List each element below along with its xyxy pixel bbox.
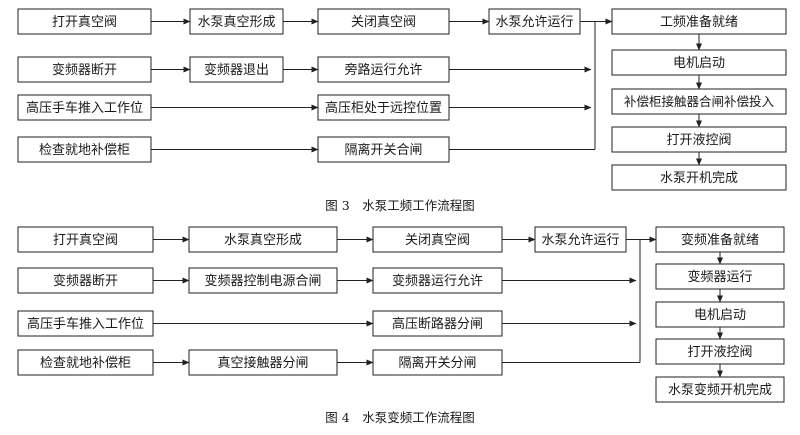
fig3-bypass-allowed-label: 旁路运行允许 — [344, 62, 422, 78]
fig3-cart-in-label: 高压手车推入工作位 — [26, 100, 143, 116]
fig4-vacuum-formed-box — [188, 226, 338, 253]
fig4-pump-done-label: 水泵变频开机完成 — [668, 382, 772, 398]
fig4-breaker-open-label: 高压断路器分闸 — [392, 316, 483, 332]
fig3-pump-done-box — [611, 164, 787, 191]
fig3-isolator-close-box — [317, 136, 450, 163]
fig4-vfd-ctrl-power-box — [188, 267, 338, 294]
fig4-pump-done-box — [655, 376, 785, 403]
fig3-check-comp-box — [17, 136, 152, 163]
fig4-open-hydraulic-label: 打开液控阀 — [687, 345, 752, 360]
fig4-vacuum-contactor-label: 真空接触器分闸 — [217, 355, 308, 371]
fig3-vacuum-formed-box — [189, 8, 284, 35]
fig3-isolator-close-label: 隔离开关合闸 — [344, 142, 422, 158]
fig3-ready-box — [611, 8, 787, 35]
fig4-vfd-off-box — [17, 267, 154, 294]
fig4-pump-allowed-box — [534, 226, 627, 253]
fig3-open-vacuum-valve-label: 打开真空阀 — [52, 15, 117, 30]
fig4-isolator-open-box — [372, 349, 503, 376]
fig4-close-vacuum-valve-label: 关闭真空阀 — [405, 233, 470, 248]
fig4-ready-label: 变频准备就绪 — [681, 232, 759, 248]
fig4-pump-allowed-label: 水泵允许运行 — [541, 232, 619, 248]
fig4-vfd-ctrl-power-label: 变频器控制电源合闸 — [204, 273, 321, 289]
fig4-vfd-run-allowed-box — [372, 267, 503, 294]
fig3-vacuum-formed-label: 水泵真空形成 — [197, 15, 275, 30]
fig4-breaker-open-box — [372, 310, 503, 337]
fig4-isolator-open-label: 隔离开关分闸 — [398, 355, 476, 371]
fig4-close-vacuum-valve-box — [372, 226, 503, 253]
figure-4: 打开真空阀 水泵真空形成 关闭真空阀 水泵允许运行 变频器断开 变频器控制电源合… — [17, 226, 785, 425]
fig3-remote-position-label: 高压柜处于远控位置 — [325, 100, 442, 116]
fig3-close-vacuum-valve-box — [317, 8, 450, 35]
fig4-open-hydraulic-box — [655, 338, 785, 365]
fig3-ready-label: 工频准备就绪 — [660, 14, 738, 30]
figure-3: 打开真空阀 水泵真空形成 关闭真空阀 水泵允许运行 变频器断开 变频器退出 旁路… — [17, 8, 787, 213]
fig4-vfd-off-label: 变频器断开 — [53, 273, 118, 289]
fig4-motor-start-label: 电机启动 — [694, 308, 746, 323]
fig4-check-comp-label: 检查就地补偿柜 — [40, 356, 131, 371]
fig3-pump-allowed-label: 水泵允许运行 — [495, 14, 573, 30]
fig3-open-hydraulic-label: 打开液控阀 — [666, 133, 731, 148]
fig4-vfd-run-allowed-label: 变频器运行允许 — [392, 273, 483, 289]
fig3-motor-start-label: 电机启动 — [673, 56, 725, 71]
fig4-vacuum-formed-label: 水泵真空形成 — [224, 233, 302, 248]
fig4-cart-in-box — [17, 310, 154, 337]
fig3-vfd-off-label: 变频器断开 — [52, 62, 117, 78]
fig4-check-comp-box — [17, 349, 154, 376]
fig3-check-comp-label: 检查就地补偿柜 — [39, 143, 130, 158]
fig4-vfd-running-label: 变频器运行 — [687, 269, 752, 285]
fig4-cart-in-label: 高压手车推入工作位 — [27, 316, 144, 332]
fig3-caption: 图 3 水泵工频工作流程图 — [325, 198, 474, 213]
fig4-caption: 图 4 水泵变频工作流程图 — [325, 410, 474, 425]
fig4-open-vacuum-valve-label: 打开真空阀 — [53, 233, 118, 248]
fig3-close-vacuum-valve-label: 关闭真空阀 — [351, 15, 416, 30]
fig3-open-vacuum-valve-box — [17, 8, 152, 35]
fig3-pump-done-label: 水泵开机完成 — [660, 171, 738, 186]
fig3-vfd-exit-label: 变频器退出 — [204, 62, 269, 78]
fig3-comp-engage-label: 补偿柜接触器合闸补偿投入 — [624, 94, 775, 109]
